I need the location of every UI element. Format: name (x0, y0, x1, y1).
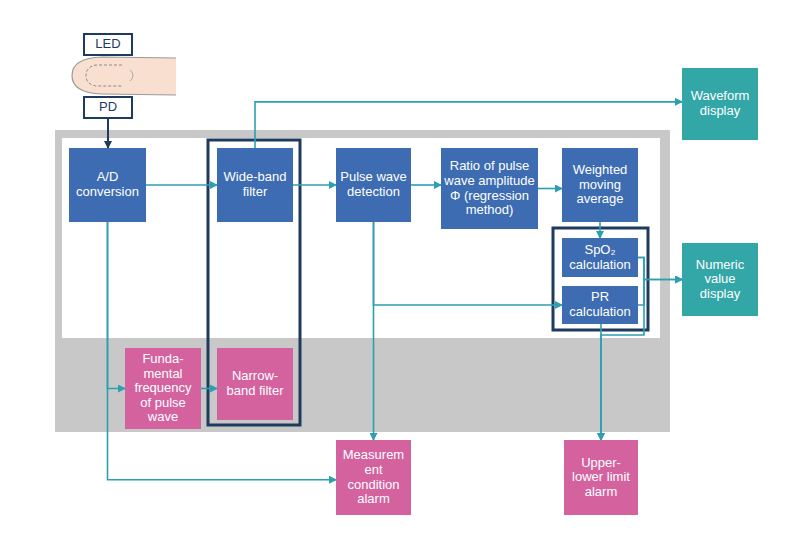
node-label: Measurem ent condition alarm (339, 448, 408, 506)
flow-arrow (374, 222, 563, 305)
flow-arrow (255, 102, 682, 148)
process-box: Ratio of pulse wave amplitude Φ (regress… (441, 148, 538, 229)
finger-illustration (72, 57, 176, 95)
filter-group-outline (208, 140, 300, 425)
process-box: PR calculation (562, 286, 638, 324)
calculation-group-outline (553, 228, 648, 330)
sensor-box: LED (83, 33, 133, 56)
finger-crease (130, 70, 133, 81)
flow-arrow (373, 222, 375, 440)
system-panel (55, 130, 670, 432)
process-box: SpO₂ calculation (562, 238, 638, 277)
main-path-panel (62, 138, 660, 338)
output-box: Waveform display (682, 68, 758, 140)
fingernail-outline (86, 65, 122, 86)
node-label: Weighted moving average (565, 163, 635, 207)
node-label: Numeric value display (685, 258, 755, 302)
node-label: A/D conversion (72, 170, 143, 199)
node-label: Ratio of pulse wave amplitude Φ (regress… (444, 159, 535, 217)
alarm-process-box: Narrow- band filter (217, 348, 293, 420)
node-label: LED (95, 37, 120, 52)
node-label: Pulse wave detection (339, 170, 408, 199)
node-label: Narrow- band filter (220, 369, 290, 398)
node-label: PD (99, 100, 117, 115)
flow-arrow (108, 222, 337, 480)
node-label: Upper- lower limit alarm (567, 456, 635, 500)
sensor-box: PD (83, 96, 133, 119)
flow-arrow (538, 188, 562, 190)
flow-arrow (600, 324, 602, 440)
alarm-process-box: Funda- mental frequency of pulse wave (125, 348, 201, 429)
node-label: Waveform display (685, 89, 755, 118)
flow-arrow (107, 119, 109, 148)
flow-arrow (293, 184, 336, 186)
process-box: Weighted moving average (562, 148, 638, 222)
flow-arrow (146, 184, 217, 186)
node-label: SpO₂ calculation (565, 243, 635, 272)
node-label: Funda- mental frequency of pulse wave (128, 352, 198, 425)
flow-arrow (601, 258, 644, 441)
alarm-box: Measurem ent condition alarm (336, 440, 411, 515)
process-box: Wide-band filter (217, 148, 293, 222)
node-label: PR calculation (565, 290, 635, 319)
process-box: A/D conversion (69, 148, 146, 222)
node-label: Wide-band filter (220, 170, 290, 199)
process-box: Pulse wave detection (336, 148, 411, 222)
alarm-box: Upper- lower limit alarm (564, 440, 638, 515)
output-box: Numeric value display (682, 243, 758, 316)
flow-arrow (411, 184, 441, 186)
flow-arrow (201, 388, 217, 390)
flow-arrow (599, 222, 601, 238)
flow-arrow (108, 222, 126, 389)
